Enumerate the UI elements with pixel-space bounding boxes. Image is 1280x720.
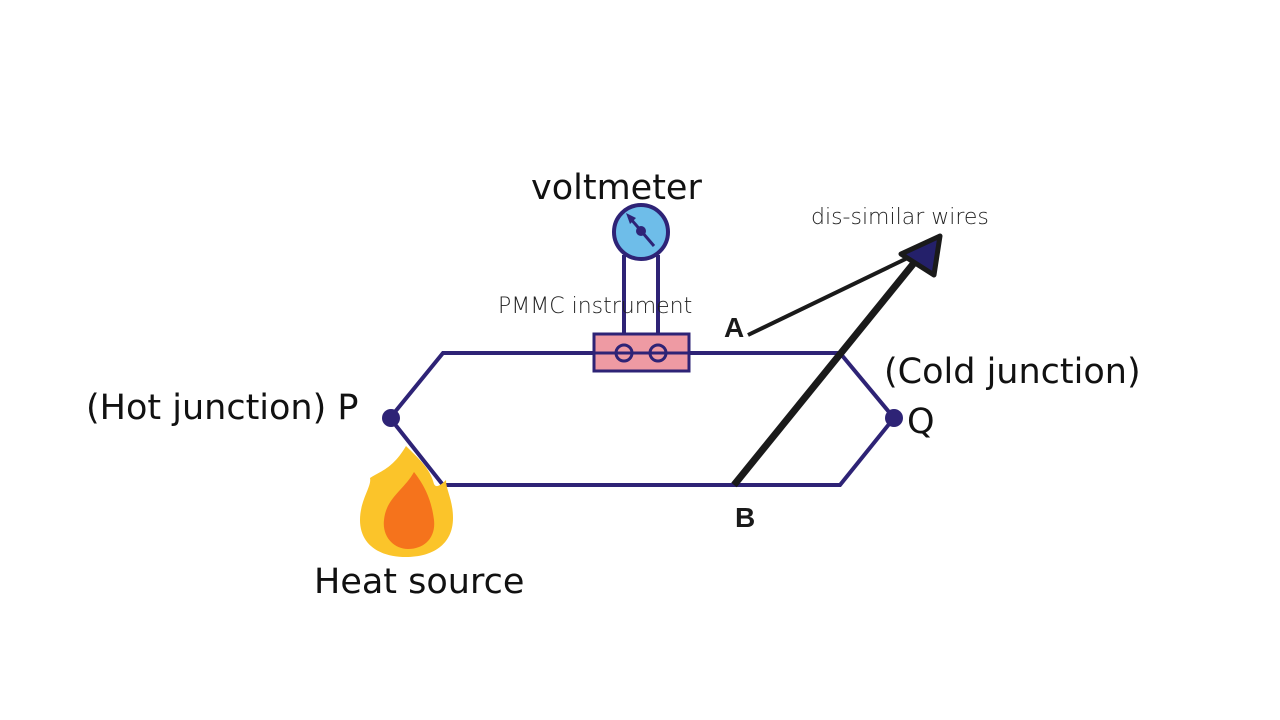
point-q-label: Q [907, 402, 935, 442]
voltmeter-icon [612, 203, 670, 261]
arrow-from-b [731, 255, 921, 488]
point-b-label: B [735, 502, 756, 533]
pmmc-instrument-label: PMMC instrument [498, 294, 693, 319]
dissimilar-wires-label: dis-similar wires [811, 205, 989, 230]
voltmeter-label: voltmeter [531, 168, 702, 208]
hot-junction-dot [382, 409, 400, 427]
wire-b [388, 416, 896, 487]
flame-icon [360, 446, 453, 557]
cold-junction-label: (Cold junction) [884, 352, 1141, 392]
arrowhead-icon [898, 233, 943, 278]
cold-junction-dot [885, 409, 903, 427]
arrow-from-a [747, 250, 921, 337]
heat-source-label: Heat source [314, 562, 525, 602]
hot-junction-label: (Hot junction) P [86, 388, 359, 428]
point-a-label: A [724, 312, 745, 343]
